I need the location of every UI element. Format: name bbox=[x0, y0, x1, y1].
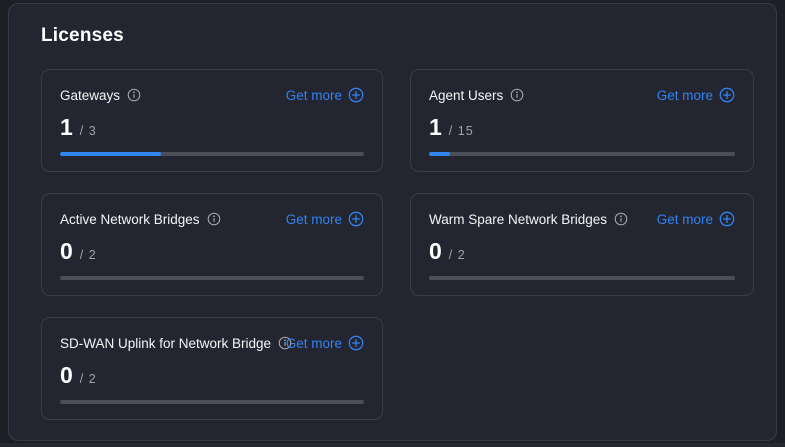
license-card-sdwan-uplink: SD-WAN Uplink for Network Bridge Get mor… bbox=[41, 317, 383, 420]
license-card-agent-users: Agent Users Get more 1 / 15 bbox=[410, 69, 754, 172]
license-count: 0 / 2 bbox=[429, 240, 735, 266]
card-label-wrap: Warm Spare Network Bridges bbox=[429, 212, 628, 227]
info-icon[interactable] bbox=[207, 212, 221, 226]
licenses-panel: Licenses Gateways Get more 1 / 3 bbox=[8, 3, 777, 441]
plus-circle-icon bbox=[348, 211, 364, 227]
card-label: Active Network Bridges bbox=[60, 211, 200, 227]
get-more-label: Get more bbox=[656, 87, 713, 103]
license-count: 0 / 2 bbox=[60, 240, 364, 266]
used-count: 1 bbox=[429, 114, 442, 140]
fraction-separator: / bbox=[79, 372, 85, 386]
total-count: / 2 bbox=[80, 248, 97, 262]
get-more-label: Get more bbox=[285, 211, 342, 227]
plus-circle-icon bbox=[719, 211, 735, 227]
total-count: / 3 bbox=[80, 124, 97, 138]
total-value: 15 bbox=[457, 124, 474, 138]
license-card-gateways: Gateways Get more 1 / 3 bbox=[41, 69, 383, 172]
get-more-link[interactable]: Get more bbox=[657, 211, 735, 227]
page-title: Licenses bbox=[41, 25, 124, 46]
used-count: 0 bbox=[60, 362, 73, 388]
total-value: 2 bbox=[88, 372, 97, 386]
license-cards-grid: Gateways Get more 1 / 3 bbox=[41, 69, 754, 420]
card-header: Warm Spare Network Bridges Get more bbox=[429, 210, 735, 228]
bottom-strip bbox=[0, 443, 785, 447]
card-header: Gateways Get more bbox=[60, 86, 364, 104]
license-card-warm-spare-network-bridges: Warm Spare Network Bridges Get more 0 / … bbox=[410, 193, 754, 296]
card-label: Agent Users bbox=[429, 87, 504, 103]
card-label-wrap: Active Network Bridges bbox=[60, 212, 221, 227]
total-count: / 2 bbox=[449, 248, 466, 262]
plus-circle-icon bbox=[719, 87, 735, 103]
info-icon[interactable] bbox=[510, 88, 524, 102]
used-count: 0 bbox=[429, 238, 442, 264]
get-more-link[interactable]: Get more bbox=[286, 87, 364, 103]
info-icon[interactable] bbox=[614, 212, 628, 226]
card-label: Gateways bbox=[60, 87, 121, 103]
card-header: SD-WAN Uplink for Network Bridge Get mor… bbox=[60, 334, 364, 352]
license-progress-bar bbox=[60, 400, 364, 404]
card-header: Active Network Bridges Get more bbox=[60, 210, 364, 228]
total-count: / 15 bbox=[449, 124, 474, 138]
total-count: / 2 bbox=[80, 372, 97, 386]
plus-circle-icon bbox=[348, 335, 364, 351]
license-progress-bar bbox=[429, 276, 735, 280]
card-label: Warm Spare Network Bridges bbox=[429, 211, 608, 227]
fraction-separator: / bbox=[448, 248, 454, 262]
license-count: 1 / 3 bbox=[60, 116, 364, 142]
total-value: 3 bbox=[88, 124, 97, 138]
card-label-wrap: SD-WAN Uplink for Network Bridge bbox=[60, 335, 292, 351]
used-count: 0 bbox=[60, 238, 73, 264]
fraction-separator: / bbox=[79, 248, 85, 262]
card-header: Agent Users Get more bbox=[429, 86, 735, 104]
get-more-label: Get more bbox=[656, 211, 713, 227]
get-more-link[interactable]: Get more bbox=[657, 87, 735, 103]
license-card-active-network-bridges: Active Network Bridges Get more 0 / 2 bbox=[41, 193, 383, 296]
license-progress-fill bbox=[429, 152, 450, 156]
license-count: 0 / 2 bbox=[60, 364, 364, 390]
license-progress-bar bbox=[60, 152, 364, 156]
total-value: 2 bbox=[457, 248, 466, 262]
get-more-link[interactable]: Get more bbox=[286, 211, 364, 227]
get-more-link[interactable]: Get more bbox=[286, 335, 364, 351]
license-progress-bar bbox=[60, 276, 364, 280]
get-more-label: Get more bbox=[285, 87, 342, 103]
license-progress-bar bbox=[429, 152, 735, 156]
card-label: SD-WAN Uplink for Network Bridge bbox=[60, 335, 272, 351]
plus-circle-icon bbox=[348, 87, 364, 103]
get-more-label: Get more bbox=[285, 335, 342, 351]
license-progress-fill bbox=[60, 152, 162, 156]
card-label-wrap: Agent Users bbox=[429, 88, 524, 103]
total-value: 2 bbox=[88, 248, 97, 262]
info-icon[interactable] bbox=[127, 88, 141, 102]
used-count: 1 bbox=[60, 114, 73, 140]
card-label-wrap: Gateways bbox=[60, 88, 141, 103]
license-count: 1 / 15 bbox=[429, 116, 735, 142]
fraction-separator: / bbox=[448, 124, 454, 138]
fraction-separator: / bbox=[79, 124, 85, 138]
